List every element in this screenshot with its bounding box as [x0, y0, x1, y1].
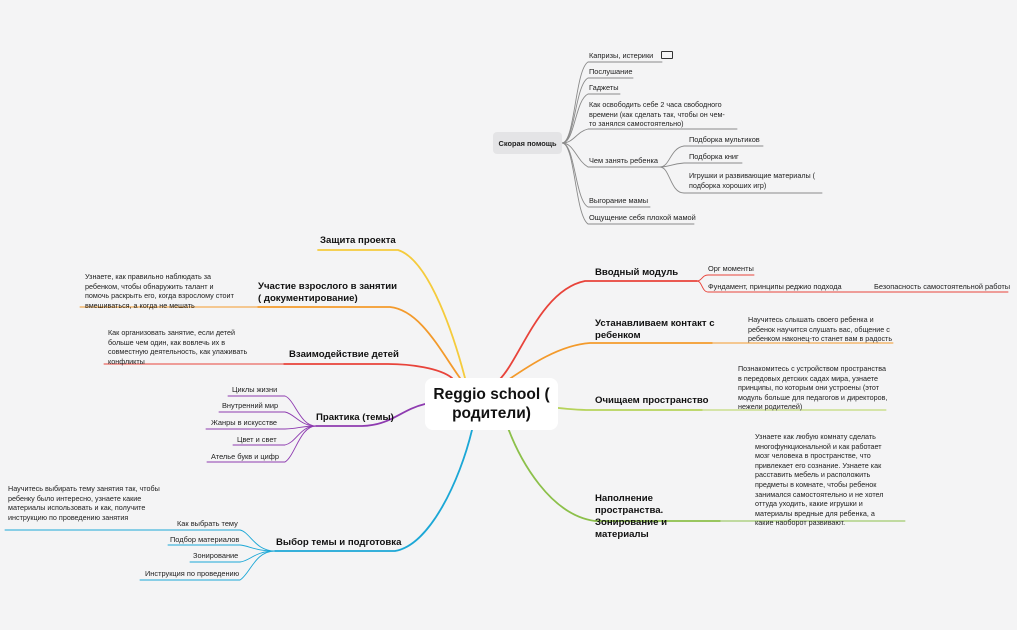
- branch-project-defense[interactable]: Защита проекта: [320, 235, 396, 246]
- practice-color-light[interactable]: Цвет и свет: [237, 435, 277, 444]
- help-item-free-time[interactable]: Как освободить себе 2 часа свободного вр…: [589, 100, 725, 129]
- help-node[interactable]: Скорая помощь: [493, 132, 562, 154]
- note-icon: [661, 51, 674, 59]
- branch-intro-module[interactable]: Вводный модуль: [595, 267, 679, 278]
- branch-practice[interactable]: Практика (темы): [316, 412, 394, 423]
- contact-note: Научитесь слышать своего ребенка и ребен…: [748, 315, 893, 344]
- topic-how-to-choose[interactable]: Как выбрать тему: [177, 519, 238, 528]
- filling-space-note: Узнаете как любую комнату сделать многоф…: [755, 432, 884, 528]
- help-label: Скорая помощь: [498, 138, 557, 148]
- help-item-gadgets[interactable]: Гаджеты: [589, 83, 619, 92]
- sub-item-books[interactable]: Подборка книг: [689, 152, 739, 161]
- topic-selection-note: Научитесь выбирать тему занятия так, что…: [8, 484, 160, 522]
- practice-life-cycles[interactable]: Циклы жизни: [232, 385, 278, 394]
- topic-materials[interactable]: Подбор материалов: [170, 535, 240, 544]
- help-item-obedience[interactable]: Послушание: [589, 67, 633, 76]
- topic-zoning[interactable]: Зонирование: [193, 551, 239, 560]
- branch-adult-participation[interactable]: Участие взрослого в занятии ( документир…: [258, 281, 398, 304]
- root-label: Reggio school ( родители): [433, 386, 550, 422]
- intro-safety[interactable]: Безопасность самостоятельной работы: [874, 282, 1011, 291]
- branch-filling-space[interactable]: Наполнение пространства. Зонирование и м…: [595, 493, 667, 540]
- branch-contact[interactable]: Устанавливаем контакт с ребенком: [595, 318, 715, 341]
- practice-letters-atelier[interactable]: Ателье букв и цифр: [211, 452, 279, 461]
- intro-org[interactable]: Орг моменты: [708, 264, 754, 273]
- topic-instruction[interactable]: Инструкция по проведению: [145, 569, 240, 578]
- help-item-occupy-child[interactable]: Чем занять ребенка: [589, 156, 659, 165]
- root-node[interactable]: Reggio school ( родители): [425, 378, 558, 430]
- child-interaction-note: Как организовать занятие, если детей бол…: [108, 328, 248, 366]
- branch-clean-space[interactable]: Очищаем пространство: [595, 395, 709, 406]
- branch-topic-selection[interactable]: Выбор темы и подготовка: [276, 537, 402, 548]
- intro-foundation[interactable]: Фундамент, принципы реджио подхода: [708, 282, 842, 291]
- help-item-bad-mom[interactable]: Ощущение себя плохой мамой: [589, 213, 696, 222]
- sub-item-toys[interactable]: Игрушки и развивающие материалы ( подбор…: [689, 171, 816, 190]
- help-item-tantrums[interactable]: Капризы, истерики: [589, 51, 674, 59]
- branch-child-interaction[interactable]: Взаимодействие детей: [289, 349, 399, 360]
- practice-art-genres[interactable]: Жанры в искусстве: [211, 418, 278, 427]
- practice-inner-world[interactable]: Внутренний мир: [222, 401, 279, 410]
- clean-space-note: Познакомитесь с устройством пространства…: [738, 364, 888, 412]
- help-item-burnout[interactable]: Выгорание мамы: [589, 196, 649, 205]
- adult-participation-note: Узнаете, как правильно наблюдать за ребе…: [85, 272, 234, 310]
- sub-item-cartoons[interactable]: Подборка мультиков: [689, 135, 760, 144]
